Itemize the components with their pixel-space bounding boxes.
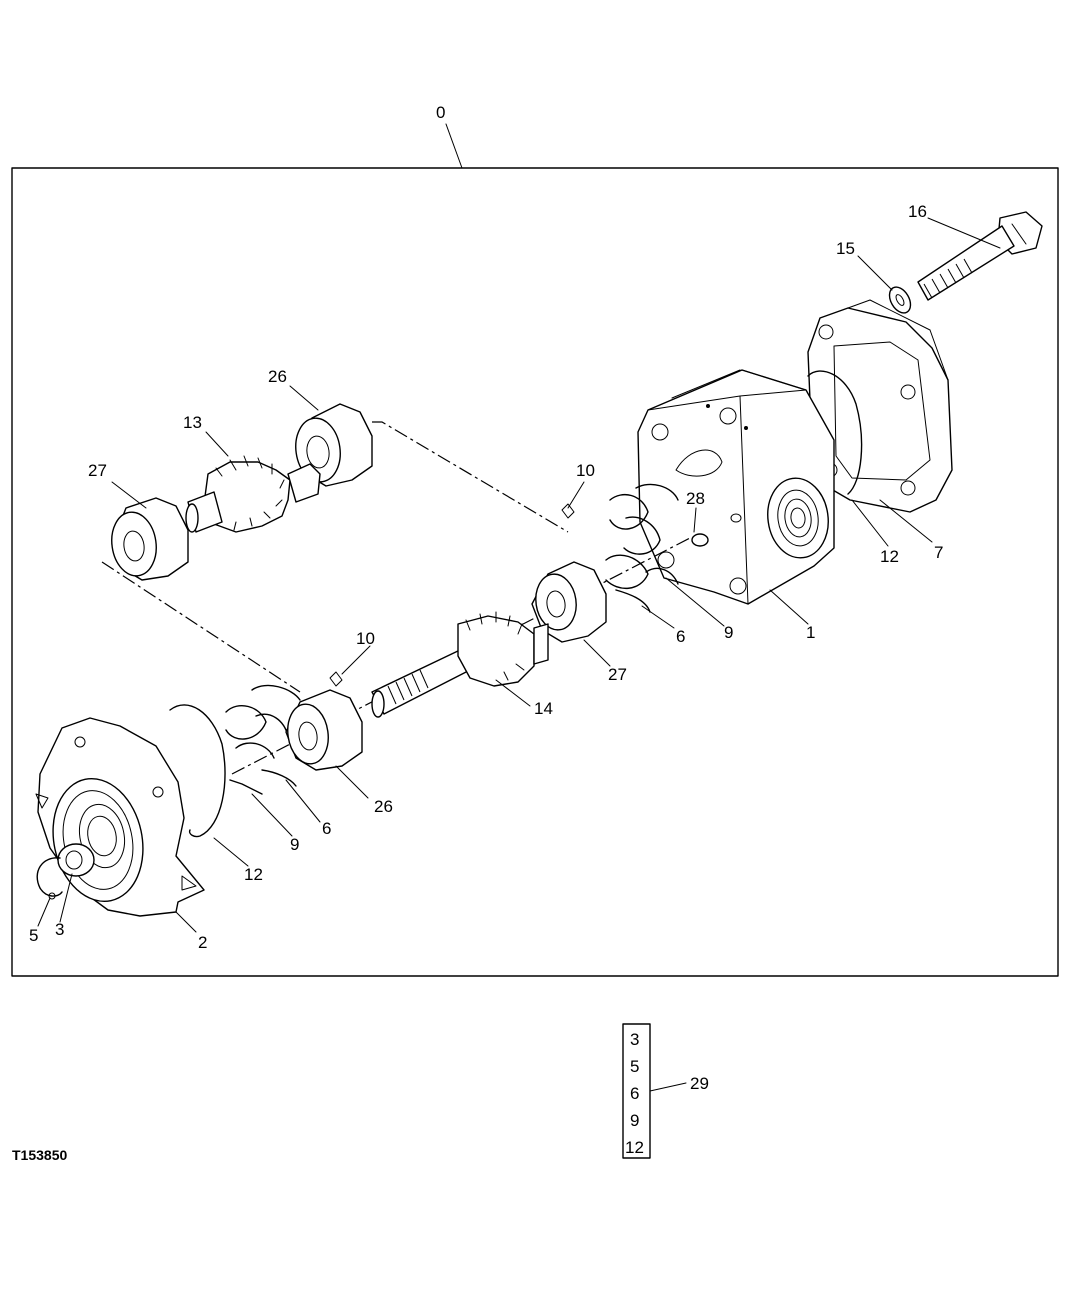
label-seal-9-lower: 9: [290, 835, 299, 854]
label-snap-ring: 5: [29, 926, 38, 945]
drive-gear: [185, 455, 321, 533]
assembly-frame: [11, 167, 1059, 977]
label-washer: 15: [836, 239, 855, 258]
label-shaft-seal: 3: [55, 920, 64, 939]
callout-labels: 0 16 15 26 13 27 10 28 12 7 1 9 6 27 10 …: [29, 103, 943, 952]
label-backup-6-lower: 6: [322, 819, 331, 838]
washer: [888, 286, 912, 314]
alignment-line-upper: [372, 421, 569, 533]
kit-item-5: 12: [625, 1138, 644, 1157]
callout-leaders: [37, 217, 1001, 933]
figure-id: T153850: [12, 1147, 67, 1163]
label-bearing-right: 27: [608, 665, 627, 684]
alignment-line-lower: [101, 561, 301, 693]
cap-screw: [917, 211, 1043, 301]
kit-item-3: 6: [630, 1084, 639, 1103]
label-bearing-upper: 26: [268, 367, 287, 386]
kit-item-2: 5: [630, 1057, 639, 1076]
label-o-ring-left: 12: [244, 865, 263, 884]
lower-seal-group: [225, 671, 343, 795]
kit-item-1: 3: [630, 1030, 639, 1049]
label-bearing-left: 27: [88, 461, 107, 480]
label-front-cover: 2: [198, 933, 207, 952]
assembly-leader: [445, 123, 463, 169]
bearing-lower: [285, 689, 363, 771]
front-cover: [35, 717, 205, 917]
label-rear-cover: 7: [934, 543, 943, 562]
upper-seal-group: [561, 483, 679, 613]
label-assembly: 0: [436, 103, 445, 122]
bearing-left-upper: [111, 497, 189, 581]
bearing-right-lower: [531, 561, 607, 643]
kit-item-4: 9: [630, 1111, 639, 1130]
drive-shaft: [371, 611, 549, 718]
label-drive-gear: 13: [183, 413, 202, 432]
label-cap-screw: 16: [908, 202, 927, 221]
shaft-seal: [57, 843, 95, 877]
label-seal-9-upper: 9: [724, 623, 733, 642]
label-housing: 1: [806, 623, 815, 642]
label-dowel-pin: 28: [686, 489, 705, 508]
label-o-ring-right: 12: [880, 547, 899, 566]
o-ring-right: [807, 370, 863, 495]
o-ring-left: [169, 704, 226, 838]
snap-ring: [36, 857, 63, 900]
label-seal-10-lower: 10: [356, 629, 375, 648]
label-drive-shaft: 14: [534, 699, 553, 718]
seal-kit-box: 3 5 6 9 12 29: [622, 1023, 709, 1159]
pump-housing: [637, 369, 835, 605]
label-seal-kit: 29: [690, 1074, 709, 1093]
label-bearing-lower: 26: [374, 797, 393, 816]
label-seal-10-upper: 10: [576, 461, 595, 480]
label-backup-6-upper: 6: [676, 627, 685, 646]
